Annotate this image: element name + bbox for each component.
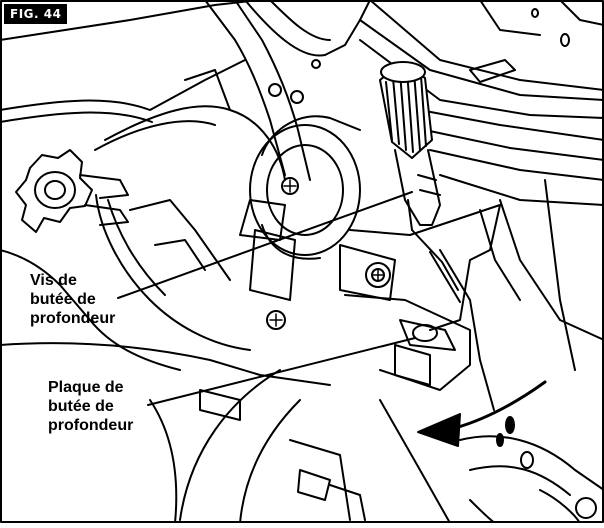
leader-line-depth-stop-plate bbox=[147, 337, 416, 406]
rotation-arrow bbox=[417, 380, 547, 447]
callout-depth-stop-screw: Vis de butée de profondeur bbox=[30, 272, 116, 327]
leader-line-depth-stop-screw bbox=[117, 191, 413, 299]
callout-depth-stop-plate: Plaque de butée de profondeur bbox=[48, 379, 134, 434]
handle-bracket bbox=[204, 0, 371, 181]
lower-guard bbox=[0, 342, 604, 524]
depth-stop-screw bbox=[379, 61, 495, 411]
pivot-hub bbox=[239, 115, 361, 301]
upper-guard bbox=[359, 0, 604, 371]
star-knob bbox=[15, 149, 129, 233]
figure-label: FIG. 44 bbox=[4, 4, 68, 24]
depth-stop-plate bbox=[266, 204, 501, 391]
